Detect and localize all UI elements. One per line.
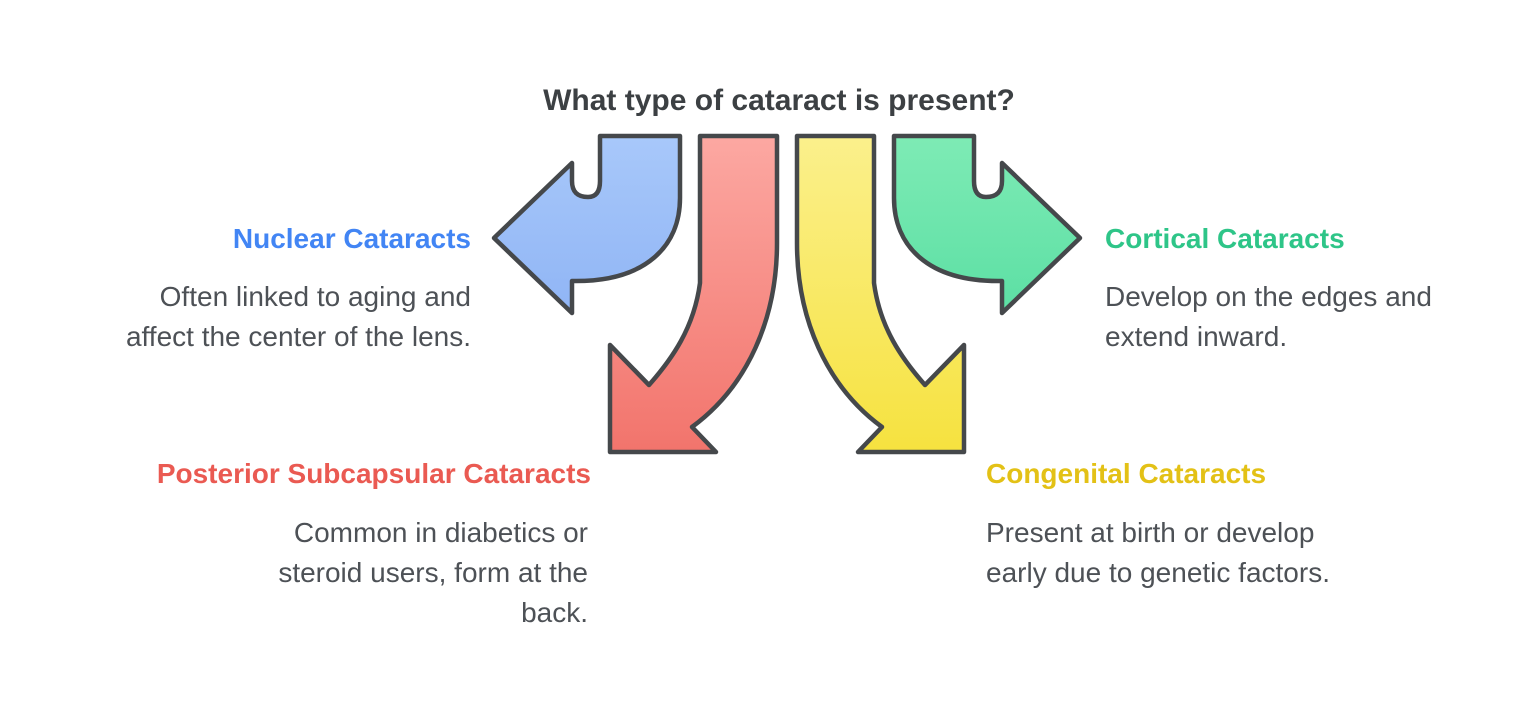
page-title: What type of cataract is present? — [543, 84, 1015, 117]
posterior-subcapsular-cataracts-heading: Posterior Subcapsular Cataracts — [156, 458, 591, 489]
nuclear-arrow-left — [491, 133, 683, 316]
cortical-cataracts-description: Develop on the edges and extend inward. — [1105, 281, 1432, 352]
posterior-arrow-down-left — [607, 133, 780, 455]
congenital-arrow-down-right — [794, 133, 967, 455]
nuclear-cataracts-description: Often linked to aging and affect the cen… — [125, 281, 471, 352]
nuclear-cataracts-heading: Nuclear Cataracts — [232, 223, 471, 254]
congenital-cataracts-heading: Congenital Cataracts — [986, 458, 1267, 489]
cortical-cataracts-heading: Cortical Cataracts — [1105, 223, 1345, 254]
posterior-subcapsular-cataracts-description: Common in diabetics or steroid users, fo… — [278, 517, 588, 628]
cortical-arrow-right — [891, 133, 1083, 316]
congenital-cataracts-description: Present at birth or develop early due to… — [986, 517, 1330, 588]
